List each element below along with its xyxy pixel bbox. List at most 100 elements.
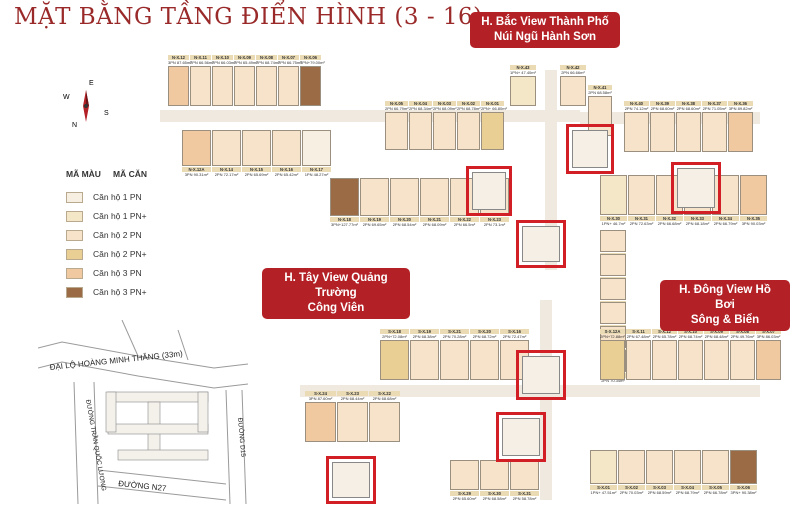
unit-code: N-X.08 [256,55,277,60]
unit-code: N-X.09 [234,55,255,60]
apartment-unit [674,450,701,484]
apartment-unit [305,402,336,442]
apartment-unit [278,66,299,106]
unit-info: 2PN 68.58m² [482,496,507,501]
apartment-unit [212,130,241,166]
legend-item: Căn hộ 1 PN+ [66,209,156,223]
compass-north-label: N [72,122,78,129]
highlight-frame [516,220,566,268]
apartment-unit [360,178,389,216]
unit-info: 2PN 68.60m² [650,106,675,111]
unit-info: 3PN 86.03m² [756,334,781,339]
stair-core [472,172,506,210]
unit-code: S-X.10 [678,329,703,334]
unit-code: N-X.31 [628,216,655,221]
unit-code: S-X.23 [337,391,368,396]
unit-code: N-X.16 [272,167,301,172]
legend-label: Căn hộ 2 PN+ [93,249,147,259]
apartment-unit [730,340,755,380]
stair-core [572,130,608,168]
highlight-frame [671,162,721,214]
unit-info: 2PN 65.78m² [652,334,677,339]
unit-code: N-X.42 [560,65,586,70]
unit-code: N-X.10 [212,55,233,60]
legend-swatch [66,210,83,222]
unit-info: 2PN 58.78m² [512,496,537,501]
apartment-unit [470,340,499,380]
unit-info: 2PN 66.56m² [190,60,214,65]
apartment-unit [234,66,255,106]
unit-info: 1PN+ 47.40m² [510,70,536,75]
unit-info: 2PN+72.88m² [600,334,625,339]
unit-info: 3PN 90.03m² [741,221,766,226]
unit-info: 2PN 66.68m² [657,221,682,226]
unit-info: 3PN+127.77m² [330,222,358,227]
unit-code: N-X.36 [728,101,753,106]
unit-code: S-X.18 [380,329,409,334]
unit-info: 2PN 68.74m² [256,60,280,65]
unit-code: S-X.06 [730,485,757,490]
legend-label: Căn hộ 3 PN [93,268,142,278]
unit-info: 2PN+ 66.80m² [481,106,507,111]
unit-info: 2PN 68.09m² [422,222,447,227]
apartment-unit [337,402,368,442]
apartment-unit [730,450,757,484]
unit-info: 1PN+ 47.51m² [590,490,617,495]
callout-west-line2: Công Viên [307,302,365,314]
unit-info: 2PN 68.78m² [457,106,481,111]
unit-code: N-X.32 [656,216,683,221]
unit-info: 2PN 68.09m² [433,106,457,111]
legend-item: Căn hộ 3 PN [66,266,156,280]
legend-item: Căn hộ 3 PN+ [66,285,156,299]
unit-info: 2PN 70.28m² [442,334,467,339]
page-title: MẶT BẰNG TẦNG ĐIỂN HÌNH (3 - 16) [14,4,483,30]
apartment-unit [390,178,419,216]
unit-info: 2PN 70.03m² [619,490,644,495]
unit-info: 2PN 65.69m² [244,172,269,177]
apartment-unit [740,175,767,215]
unit-info: 2PN 66.79m² [385,106,409,111]
legend-swatch [66,267,83,279]
unit-code: N-X.41 [588,85,612,90]
unit-code: N-X.23 [480,217,509,222]
unit-code: N-X.35 [740,216,767,221]
legend-label: Căn hộ 1 PN+ [93,211,147,221]
legend-swatch [66,248,83,260]
unit-info: 2PN 68.68m² [372,396,397,401]
unit-info: 2PN 68.60m² [676,106,701,111]
highlight-frame [496,412,546,462]
callout-north-line1: H. Bắc View Thành Phố [481,16,609,28]
unit-info: 2PN 66.75m² [278,60,302,65]
unit-code: S-X.20 [470,329,499,334]
unit-info: 2PN 73.1m² [483,222,506,227]
stair-core [502,418,540,456]
apartment-unit [302,130,331,166]
unit-info: 1PN 48.27m² [304,172,329,177]
legend-swatch [66,191,83,203]
unit-info: 2PN 65.42m² [274,172,299,177]
unit-info: 2PN 67.48m² [626,334,651,339]
compass-east-label: E [89,80,94,87]
unit-code: S-X.29 [450,491,479,496]
unit-code: N-X.22 [450,217,479,222]
unit-code: S-X.03 [646,485,673,490]
unit-code: S-X.09 [704,329,729,334]
